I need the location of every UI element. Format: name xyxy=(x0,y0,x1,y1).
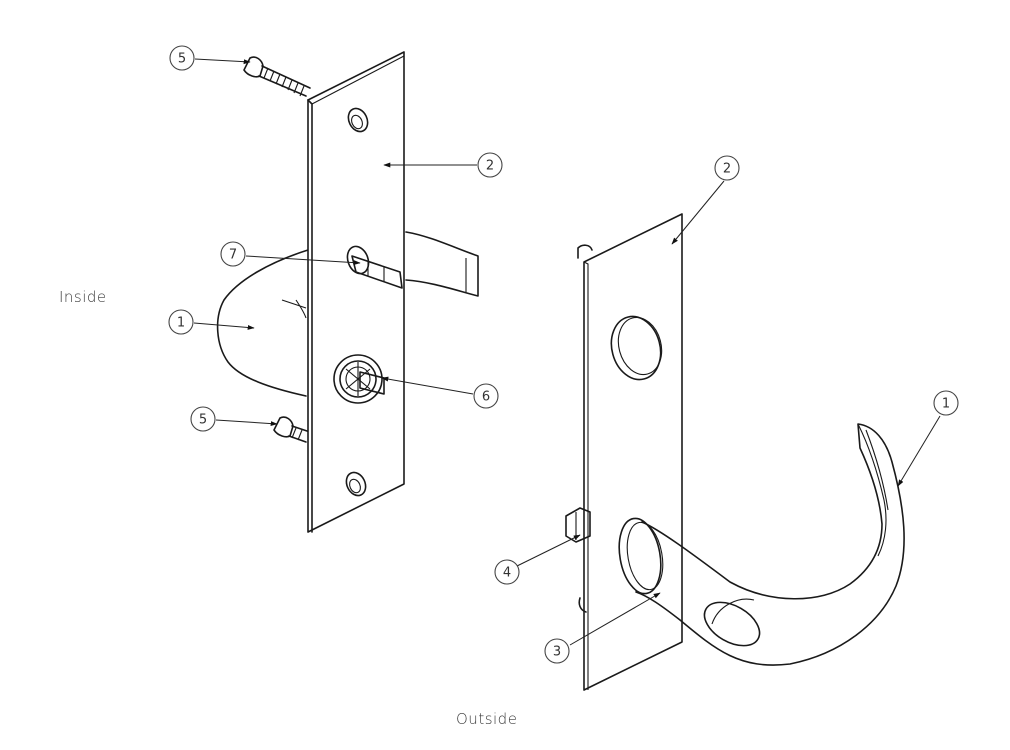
callout-number: 2 xyxy=(723,162,731,177)
callout-number: 1 xyxy=(177,316,185,331)
inside-screw-top xyxy=(243,56,311,97)
callout-number: 6 xyxy=(482,390,490,405)
callout-number: 1 xyxy=(942,397,950,412)
callout-number: 3 xyxy=(553,645,561,660)
callout-7: 7 xyxy=(220,241,246,267)
callout-3: 3 xyxy=(544,638,570,664)
callout-leaders xyxy=(193,58,941,646)
callout-number: 5 xyxy=(178,52,186,67)
inside-screw-bottom xyxy=(273,416,311,443)
inside-label: Inside xyxy=(59,288,107,306)
callout-number: 2 xyxy=(486,159,494,174)
outside-plate xyxy=(577,213,683,691)
outside-lever-1 xyxy=(618,423,905,666)
callout-5-top: 5 xyxy=(169,45,195,71)
callout-1-inside: 1 xyxy=(168,309,194,335)
callout-number: 5 xyxy=(199,413,207,428)
inside-lever xyxy=(216,231,479,397)
inside-thumbturn-6 xyxy=(333,354,385,404)
callout-number: 4 xyxy=(503,566,511,581)
inside-plate xyxy=(307,51,405,533)
callout-5-bottom: 5 xyxy=(190,406,216,432)
callout-1-outside: 1 xyxy=(933,390,959,416)
callout-6: 6 xyxy=(473,383,499,409)
callout-2-inside: 2 xyxy=(477,152,503,178)
callout-number: 7 xyxy=(229,248,237,263)
callout-4: 4 xyxy=(494,559,520,585)
callout-2-outside: 2 xyxy=(714,155,740,181)
inside-spindle-7 xyxy=(346,245,403,289)
outside-label: Outside xyxy=(456,710,518,728)
